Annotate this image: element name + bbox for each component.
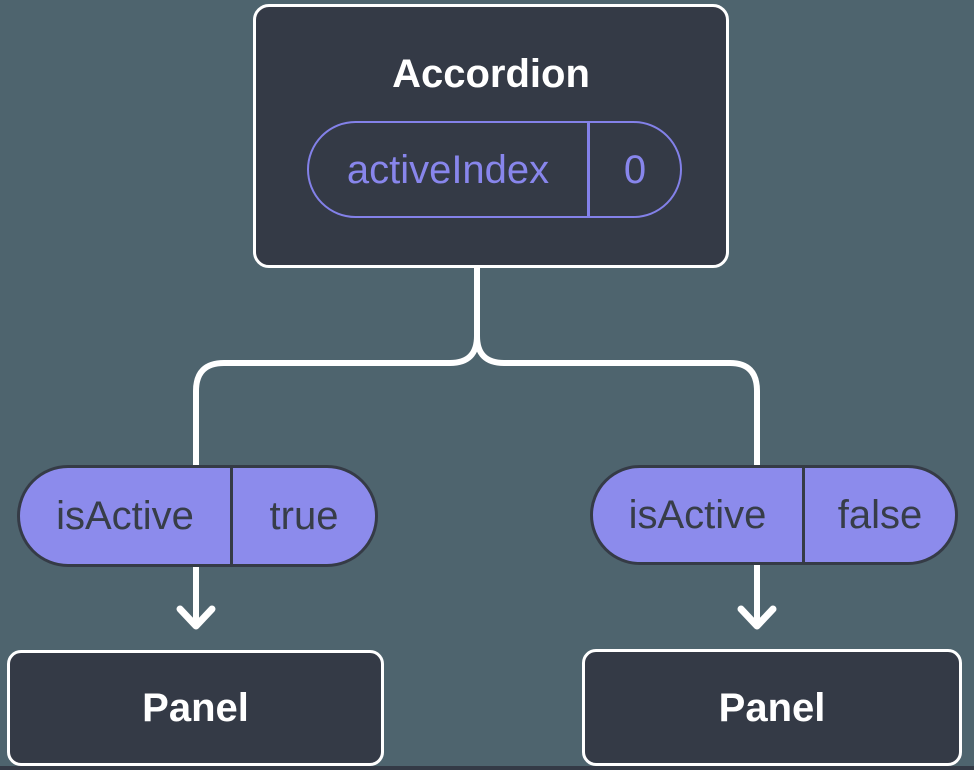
state-pill-value: 0 [587,123,680,216]
state-pill: activeIndex 0 [307,121,682,218]
prop-pill-left-label: isActive [56,494,194,538]
connector-right-branch [474,333,760,471]
prop-pill-left: isActive true [17,465,378,567]
state-pill-label: activeIndex [346,147,550,192]
down-arrow-right-icon [737,605,777,630]
panel-box-right: Panel [582,649,962,766]
accordion-component-box: Accordion activeIndex 0 [253,4,729,268]
prop-pill-right-label: isActive [628,493,767,537]
bottom-edge-strip [0,766,974,770]
connector-left-branch [193,333,480,471]
panel-box-left: Panel [7,650,384,766]
panel-left-title: Panel [142,686,249,730]
panel-right-title: Panel [718,685,826,730]
prop-pill-right: isActive false [590,465,958,565]
accordion-title: Accordion [392,52,590,96]
down-arrow-left-icon [176,605,216,630]
prop-pill-left-value: true [230,468,375,564]
prop-pill-right-value: false [802,468,955,562]
